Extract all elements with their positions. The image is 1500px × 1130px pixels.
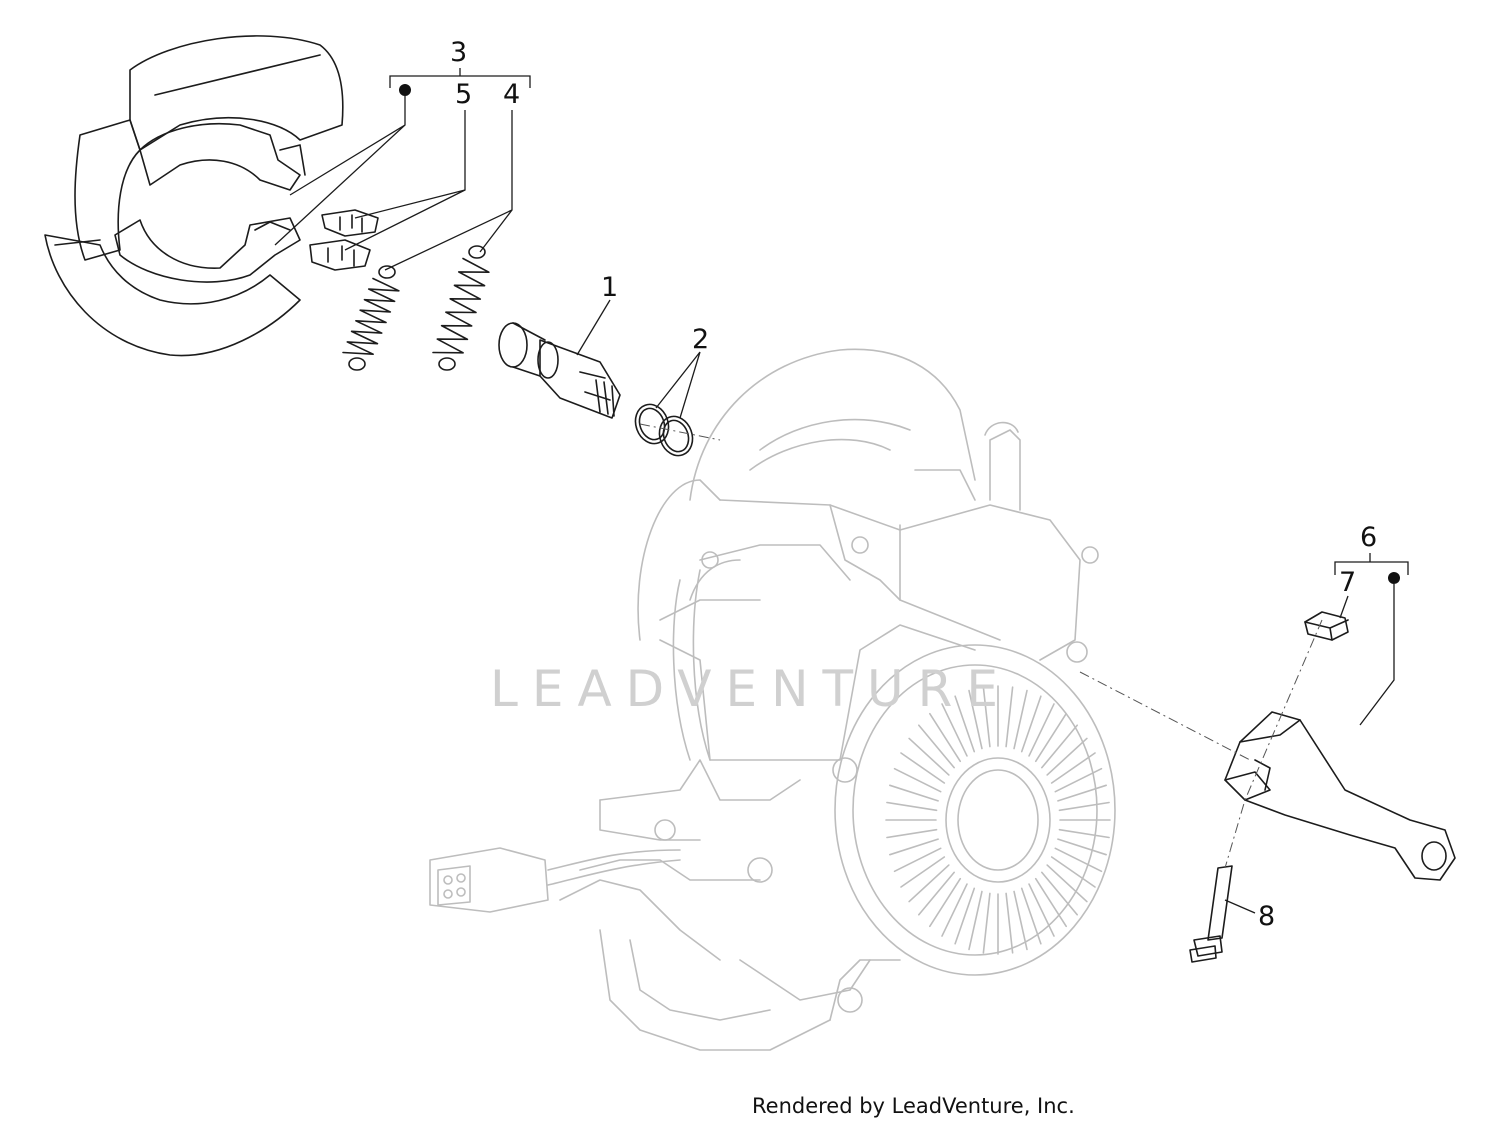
- cover-fin: [1046, 864, 1088, 903]
- spring-hook: [438, 357, 456, 371]
- render-credit: Rendered by LeadVenture, Inc.: [752, 1094, 1075, 1118]
- watermark-text: LEADVENTURE: [490, 660, 1012, 718]
- cover-fin: [954, 887, 976, 945]
- cover-fin: [1054, 767, 1103, 793]
- leader-lines: [274, 68, 1409, 914]
- cover-fin: [968, 890, 983, 951]
- callout-5: 5: [455, 79, 472, 110]
- engine-hub-assembly: [429, 348, 1116, 1051]
- cover-fin: [941, 883, 968, 937]
- kit-dot-6: [1388, 572, 1400, 584]
- brake-lever: [1224, 711, 1456, 881]
- cover-fin: [1034, 877, 1067, 928]
- callout-8: 8: [1258, 901, 1275, 932]
- springs: [342, 245, 490, 371]
- o-rings: [634, 403, 694, 457]
- cover-fin: [968, 689, 983, 750]
- cover-fin: [1050, 752, 1096, 784]
- cover-fin: [1050, 856, 1096, 888]
- callout-4: 4: [503, 79, 520, 110]
- callout-3: 3: [450, 37, 467, 68]
- cover-fin: [982, 686, 991, 748]
- cover-fin: [929, 712, 962, 763]
- spring-coil: [342, 277, 400, 356]
- cover-fin: [918, 871, 955, 916]
- cover-fin: [1013, 890, 1028, 951]
- cover-fin: [1041, 871, 1078, 916]
- cover-fin: [1058, 801, 1110, 812]
- spring-hook: [348, 357, 366, 371]
- cover-fin: [929, 877, 962, 928]
- cover-fin: [889, 784, 939, 802]
- cover-fin: [908, 737, 950, 776]
- cover-fin: [918, 724, 955, 769]
- cover-fin: [1020, 887, 1042, 945]
- cover-fin: [908, 864, 950, 903]
- cover-fin: [1005, 686, 1014, 748]
- brake-shoes: [44, 35, 344, 357]
- kit-dot-3: [399, 84, 411, 96]
- brake-cam-shaft: [498, 322, 621, 419]
- cover-fin: [1013, 689, 1028, 750]
- cover-fin: [889, 838, 939, 856]
- callout-6: 6: [1360, 522, 1377, 553]
- callout-1: 1: [601, 272, 618, 303]
- cover-fin: [1046, 737, 1088, 776]
- callout-7: 7: [1339, 567, 1356, 598]
- cover-fin: [893, 847, 942, 873]
- cover-fin: [1057, 838, 1107, 856]
- cover-fin: [900, 856, 946, 888]
- cover-fin: [1034, 712, 1067, 763]
- spring-coil: [432, 257, 490, 354]
- cover-fin: [941, 703, 968, 757]
- bolt: [1189, 865, 1233, 963]
- shoe-clips: [309, 209, 379, 271]
- spring-hook: [468, 245, 486, 259]
- cover-fin: [1057, 784, 1107, 802]
- cover-fin: [1041, 724, 1078, 769]
- cover-fin: [893, 767, 942, 793]
- callout-2: 2: [692, 324, 709, 355]
- spring-hook: [378, 265, 396, 279]
- cover-fin: [886, 801, 938, 812]
- cover-fin: [954, 695, 976, 753]
- cover-fin: [1028, 703, 1055, 757]
- callouts: 1 2 3 4 5 6 7 8: [450, 37, 1377, 932]
- cover-fin: [1054, 847, 1103, 873]
- cover-fin: [1058, 828, 1110, 839]
- cover-fin: [900, 752, 946, 784]
- cover-fin: [1028, 883, 1055, 937]
- cover-fin: [1020, 695, 1042, 753]
- cover-fin: [886, 828, 938, 839]
- nut: [1304, 611, 1349, 641]
- cover-fin: [1005, 892, 1014, 954]
- cover-fin: [982, 892, 991, 954]
